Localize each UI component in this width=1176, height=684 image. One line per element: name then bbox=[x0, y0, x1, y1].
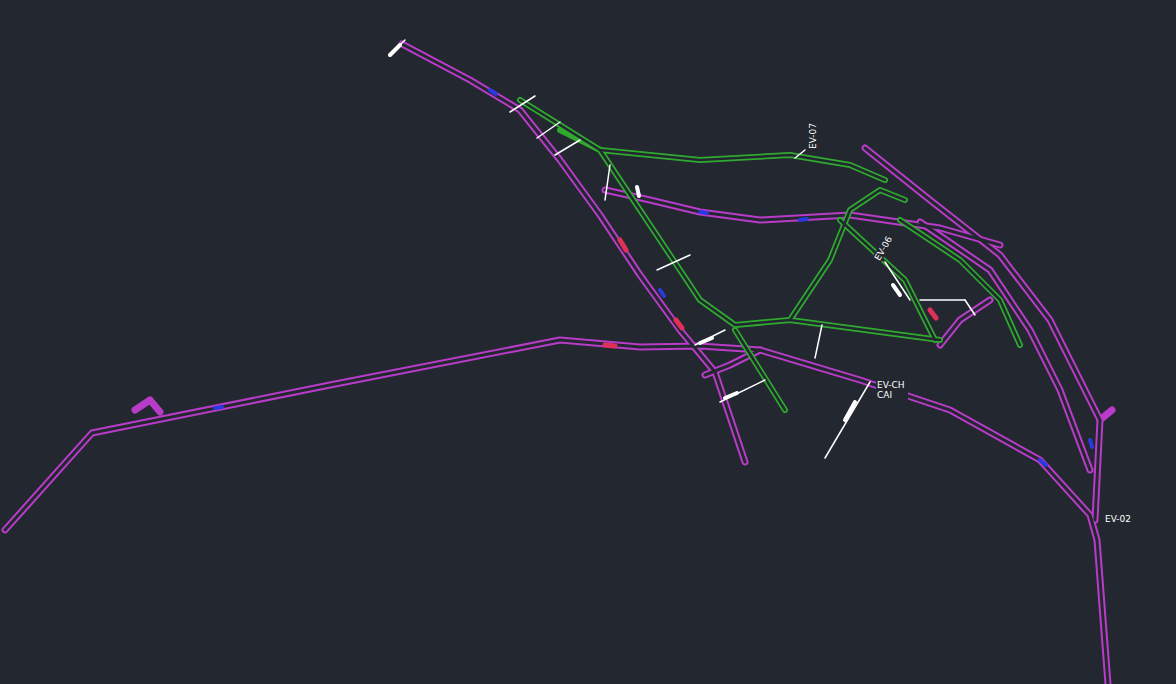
station-label: EV-07 bbox=[808, 118, 818, 150]
blue-marks bbox=[215, 90, 1092, 465]
green-tunnels bbox=[520, 100, 1020, 410]
ventilation-lines bbox=[390, 40, 975, 458]
station-label: EV-CH CAI bbox=[876, 380, 908, 400]
magenta-tunnels bbox=[5, 44, 1112, 684]
red-marks bbox=[605, 240, 936, 346]
door-marks bbox=[390, 45, 900, 420]
station-label: EV-02 bbox=[1104, 514, 1140, 524]
